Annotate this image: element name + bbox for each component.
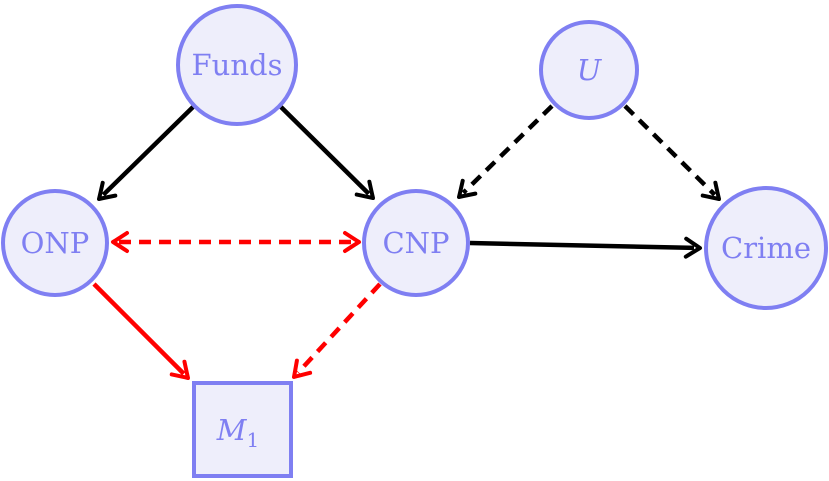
edge-onp-m1-arrowhead <box>169 359 190 380</box>
node-cnp[interactable]: CNP <box>362 189 470 297</box>
edge-funds-onp-line <box>101 105 195 197</box>
edge-u-crime-arrowhead <box>700 180 721 201</box>
edge-cnp-m1 <box>292 282 382 379</box>
edge-u-cnp-arrowhead <box>457 178 478 199</box>
edge-funds-cnp <box>279 105 375 200</box>
node-m1-main: M <box>216 413 248 447</box>
node-funds-circle <box>176 4 298 126</box>
edge-u-crime-line <box>623 104 717 197</box>
edge-onp-cnp-arrowhead-start <box>111 231 129 253</box>
edge-cnp-m1-line <box>296 282 382 375</box>
edge-u-cnp <box>457 104 554 199</box>
edge-u-cnp-line <box>461 104 554 195</box>
edge-funds-cnp-arrowhead <box>354 179 375 200</box>
node-m1-label: M1 <box>216 413 259 452</box>
node-cnp-label: CNP <box>382 226 449 260</box>
edge-funds-onp-arrowhead <box>97 180 118 201</box>
node-onp-label: ONP <box>21 226 90 260</box>
node-funds[interactable]: Funds <box>176 4 298 126</box>
edges-layer <box>92 104 721 380</box>
node-crime-circle <box>704 186 828 310</box>
edge-onp-cnp-arrowhead <box>343 231 361 253</box>
node-crime[interactable]: Crime <box>704 186 828 310</box>
edge-u-crime <box>623 104 721 201</box>
node-onp-circle <box>1 189 109 297</box>
node-onp[interactable]: ONP <box>1 189 109 297</box>
edge-funds-cnp-line <box>279 105 371 196</box>
edge-cnp-crime <box>469 236 702 259</box>
node-u-circle <box>539 20 639 120</box>
edge-cnp-m1-arrowhead <box>292 358 313 379</box>
node-m1-subscript: 1 <box>246 428 259 452</box>
edge-cnp-crime-line <box>469 240 695 251</box>
edge-onp-m1-line <box>92 282 186 376</box>
node-m1-square <box>192 381 293 478</box>
edge-onp-m1 <box>92 282 190 380</box>
node-cnp-circle <box>362 189 470 297</box>
node-funds-label: Funds <box>192 48 283 82</box>
edge-onp-cnp <box>111 231 361 253</box>
node-u[interactable]: U <box>539 20 639 120</box>
node-m1[interactable]: M1 <box>192 381 293 478</box>
node-crime-label: Crime <box>721 231 811 265</box>
edge-funds-onp <box>97 105 195 201</box>
node-u-label: U <box>577 53 603 87</box>
edge-cnp-crime-arrowhead <box>683 236 702 259</box>
